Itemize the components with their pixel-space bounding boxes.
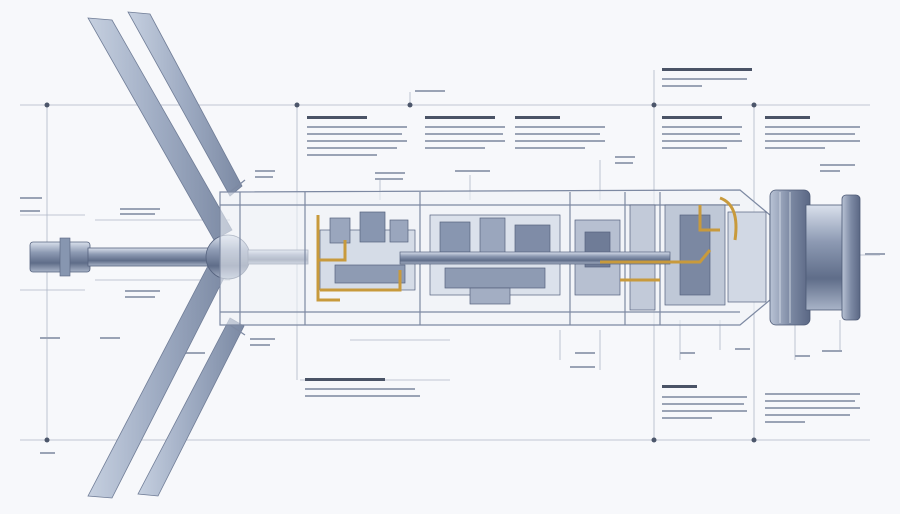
guide-dots (44, 102, 757, 443)
rotor-blades (87, 11, 245, 499)
hydraulic-piping (316, 196, 738, 302)
blade-top-right (127, 11, 243, 197)
generator (769, 189, 861, 326)
callout-text-blocks (20, 68, 885, 454)
